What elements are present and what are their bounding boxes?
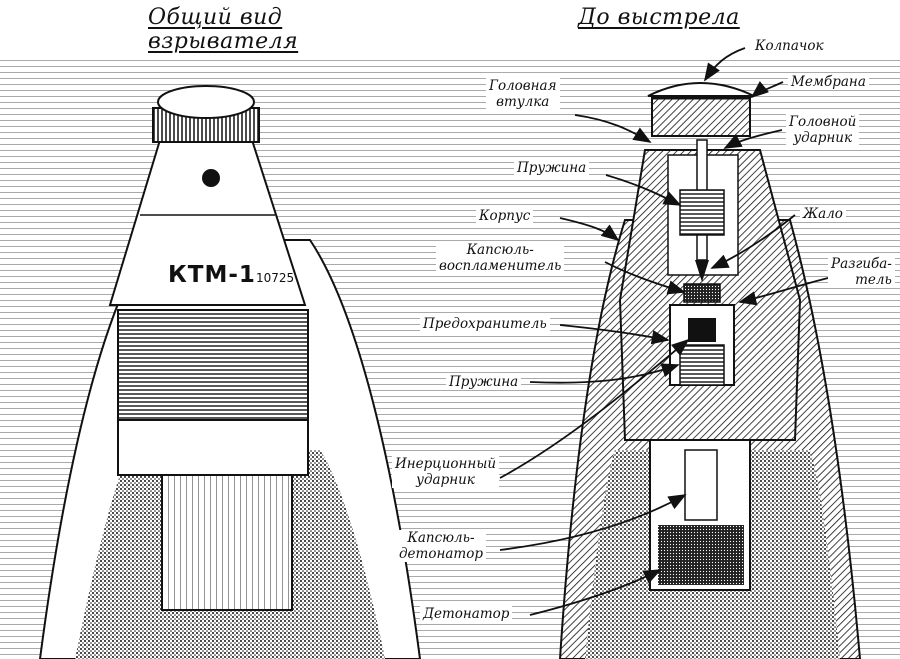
label-detonator: Детонатор: [420, 606, 513, 622]
label-spring-lower: Пружина: [446, 374, 522, 390]
label-head-striker: Головной ударник: [786, 114, 860, 146]
leader-spring-lower: [529, 363, 680, 384]
detonator-charge: [658, 525, 744, 585]
fuze-marking-small: 10725: [255, 271, 295, 285]
general-view-drawing: [38, 85, 422, 659]
heading-general-view-line-1: Общий вид: [148, 5, 283, 30]
fuze-collar: [117, 414, 309, 476]
leader-spring-upper: [605, 174, 682, 206]
label-membrane: Мембрана: [788, 74, 869, 90]
label-unbender: Разгиба- тель: [828, 256, 895, 288]
leader-igniter-primer: [604, 261, 686, 295]
spring-lower-part: [679, 344, 725, 386]
label-igniter-primer: Капсюль- воспламенитель: [436, 242, 565, 274]
label-inertial-striker: Инерционный ударник: [392, 456, 500, 488]
heading-before-shot-text: До выстрела: [578, 5, 740, 30]
label-cap: Колпачок: [752, 38, 827, 54]
fuze-marking: КТМ-110725: [168, 262, 294, 288]
fuze-side-hole: [202, 169, 220, 187]
label-inertial-striker-line-2: ударник: [416, 472, 475, 488]
label-detonator-primer-line-2: детонатор: [399, 546, 483, 562]
fuze-cap-top: [157, 85, 255, 119]
spring-upper-part: [679, 189, 725, 236]
label-head-striker-line-2: ударник: [793, 130, 853, 146]
leader-head-sleeve: [574, 114, 652, 143]
fuze-thread-left: [117, 309, 309, 421]
igniter-primer-part: [683, 283, 721, 303]
leader-detonator-primer: [499, 494, 687, 551]
label-igniter-primer-line-2: воспламенитель: [439, 258, 562, 274]
label-inertial-striker-line-1: Инерционный: [395, 456, 497, 472]
leader-head-striker: [723, 129, 783, 149]
label-igniter-primer-line-1: Капсюль-: [466, 242, 534, 258]
label-spring-upper: Пружина: [514, 160, 590, 176]
label-sting: Жало: [800, 206, 846, 222]
label-detonator-primer: Капсюль- детонатор: [396, 530, 486, 562]
leader-safety: [559, 324, 670, 345]
label-unbender-line-2: тель: [855, 272, 892, 288]
label-head-sleeve-line-2: втулка: [496, 94, 550, 110]
leader-body: [559, 217, 620, 242]
detonator-primer-part: [684, 449, 718, 521]
leader-lines: [499, 47, 829, 616]
leader-sting: [710, 214, 796, 269]
label-head-sleeve-line-1: Головная: [489, 78, 557, 94]
leader-unbender: [738, 277, 829, 306]
heading-before-shot: До выстрела: [578, 6, 740, 30]
label-detonator-primer-line-1: Капсюль-: [407, 530, 475, 546]
cutaway-drawing: [558, 82, 862, 659]
sting-part: [695, 260, 709, 282]
fuze-marking-main: КТМ-1: [168, 262, 256, 288]
inertial-striker-part: [688, 318, 716, 342]
label-head-sleeve: Головная втулка: [486, 78, 560, 110]
label-unbender-line-1: Разгиба-: [831, 256, 892, 272]
label-head-striker-line-1: Головной: [789, 114, 857, 130]
leader-cap: [704, 47, 746, 82]
head-sleeve-part: [651, 95, 751, 137]
leader-detonator: [529, 569, 662, 616]
heading-general-view-line-2: взрывателя: [148, 29, 299, 54]
leader-membrane: [750, 81, 784, 99]
label-safety: Предохранитель: [420, 316, 550, 332]
heading-general-view: Общий вид взрывателя: [148, 6, 298, 54]
label-body: Корпус: [476, 208, 534, 224]
leader-inertial-striker: [499, 338, 690, 479]
